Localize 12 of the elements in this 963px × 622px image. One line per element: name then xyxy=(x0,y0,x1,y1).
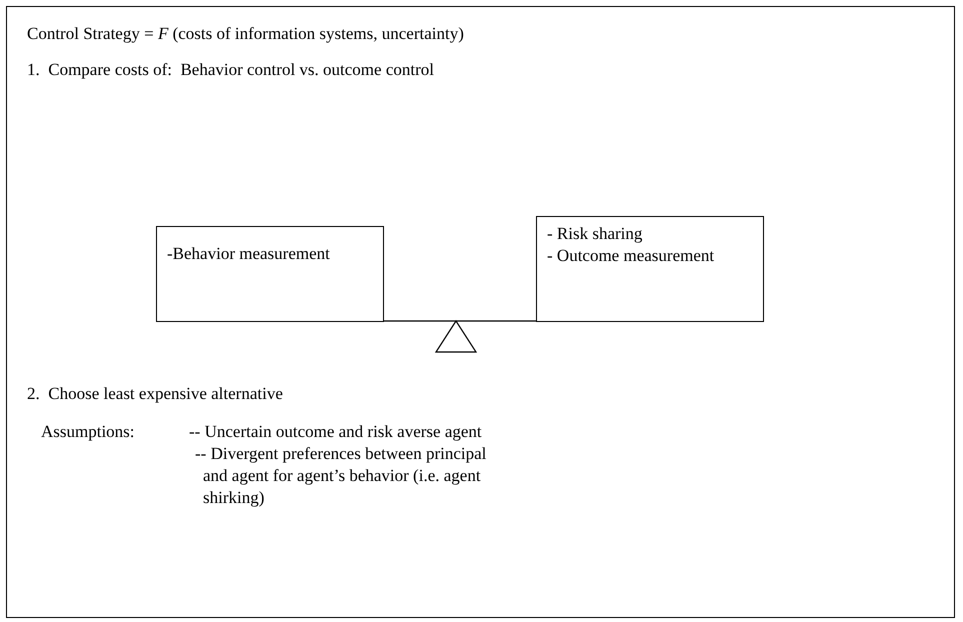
frame-box xyxy=(6,6,955,618)
text-line: 1. Compare costs of: Behavior control vs. outcome control xyxy=(27,59,434,81)
text-line: 2. Choose least expensive alternative xyxy=(27,383,283,405)
text-line: Assumptions: xyxy=(41,421,135,443)
measurement-box xyxy=(536,216,764,322)
text-line: Control Strategy = F (costs of information systems, uncertainty) xyxy=(27,23,464,45)
box-text: - Risk sharing xyxy=(547,223,644,245)
text-line: -- Divergent preferences between principal and agent for agent’s behavior (i.e. agent shirking) xyxy=(195,443,488,509)
box-text: - Outcome measurement xyxy=(547,245,716,267)
box-text: -Behavior measurement xyxy=(167,243,331,265)
measurement-box xyxy=(156,226,384,322)
text-line: -- Uncertain outcome and risk averse agent xyxy=(189,421,482,443)
